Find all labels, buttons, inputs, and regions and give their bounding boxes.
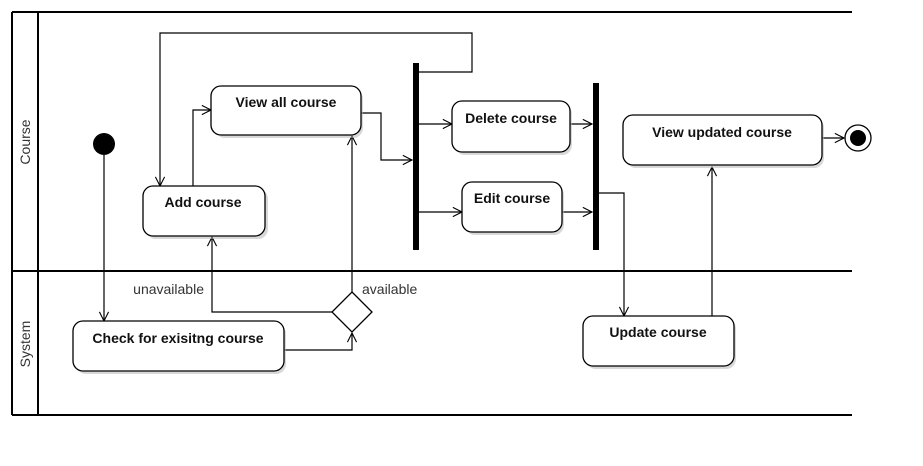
edge-view-all-to-fork: [361, 112, 412, 160]
lane-label-system: System: [17, 321, 33, 368]
edge-decision-unavailable-to-add: [212, 237, 332, 313]
action-label: View all course: [236, 94, 337, 110]
action-label: Delete course: [465, 110, 557, 126]
guard-available: available: [362, 281, 417, 297]
action-label: View updated course: [652, 124, 792, 140]
join-bar: [593, 83, 599, 250]
edges: [104, 32, 844, 351]
edge-check-to-decision: [284, 333, 352, 351]
action-view-updated-course[interactable]: View updated course: [622, 114, 824, 168]
action-view-all-course[interactable]: View all course: [210, 85, 363, 138]
action-edit-course[interactable]: Edit course: [461, 181, 564, 235]
final-node: [844, 124, 872, 152]
edge-join-to-update: [599, 192, 624, 316]
action-add-course[interactable]: Add course: [142, 185, 268, 239]
guard-unavailable: unavailable: [133, 281, 204, 297]
action-update-course[interactable]: Update course: [582, 315, 736, 369]
decision-diamond: [331, 291, 373, 333]
action-label: Add course: [164, 194, 241, 210]
fork-bar: [413, 63, 419, 250]
lane-label-course: Course: [17, 119, 33, 164]
initial-node: [93, 133, 115, 155]
edge-add-to-view-all: [192, 110, 211, 186]
action-label: Update course: [609, 324, 706, 340]
action-label: Check for exisitng course: [92, 330, 263, 346]
action-label: Edit course: [474, 190, 550, 206]
action-check-existing-course[interactable]: Check for exisitng course: [72, 320, 286, 374]
action-delete-course[interactable]: Delete course: [451, 100, 572, 155]
edge-fork-loop-to-add: [160, 32, 473, 186]
